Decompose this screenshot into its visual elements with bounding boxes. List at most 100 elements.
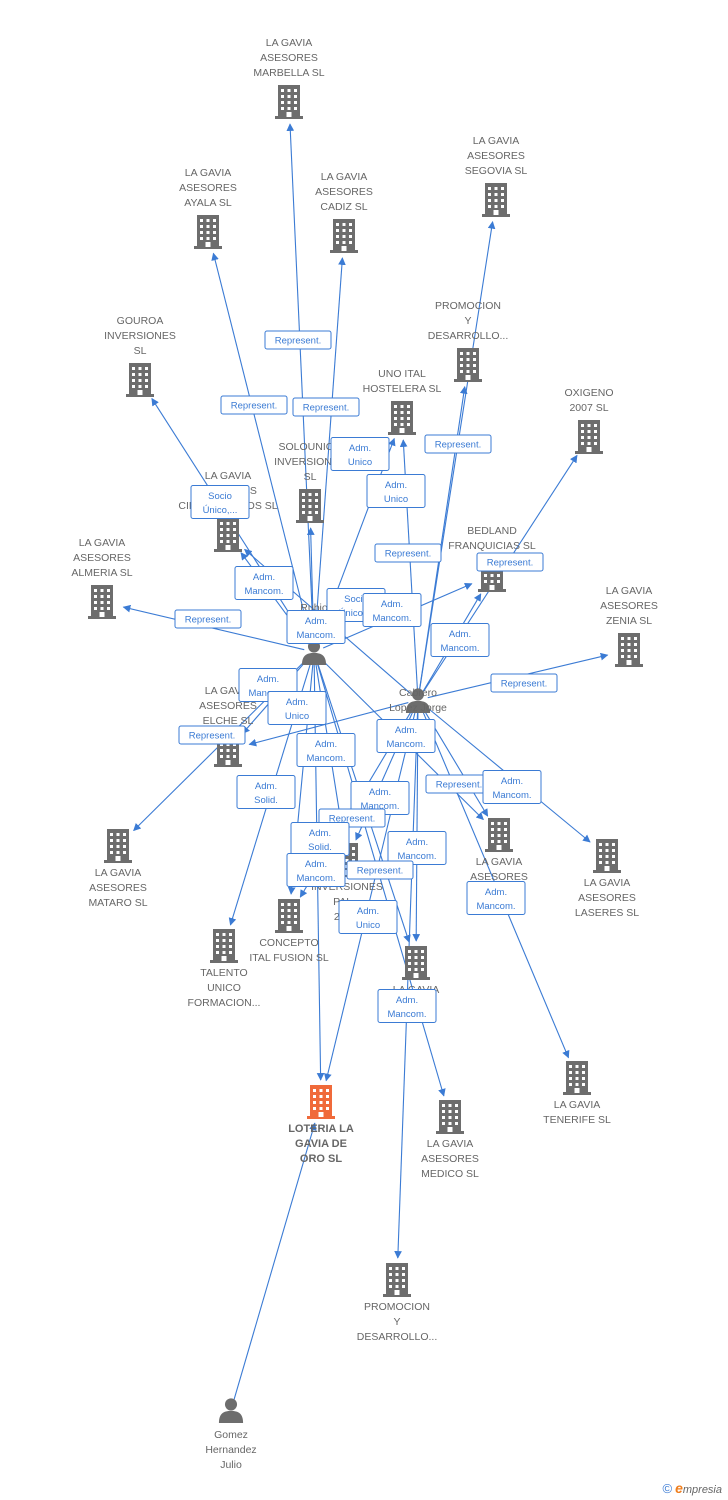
node-label: LA GAVIA	[554, 1099, 601, 1111]
relation-label-l30[interactable]: Represent.	[346, 860, 414, 880]
node-promocion1[interactable]: PROMOCIONYDESARROLLO...	[428, 300, 509, 382]
node-label: ZENIA SL	[606, 615, 652, 627]
relation-label-box	[377, 989, 437, 1023]
node-label: ASESORES	[199, 700, 257, 712]
relation-label-l18[interactable]: Adm.Unico	[267, 691, 327, 725]
relation-label-text: Adm.	[449, 629, 471, 640]
relation-label-text: Mancom.	[440, 643, 479, 654]
labels-layer: Represent.Represent.Represent.Adm.UnicoR…	[174, 330, 558, 1023]
copyright-symbol: ©	[662, 1481, 673, 1496]
node-label: LA GAVIA	[427, 1138, 474, 1150]
relation-label-l2[interactable]: Represent.	[220, 395, 288, 415]
node-label: LOTERIA LA	[288, 1123, 354, 1135]
relation-label-l3[interactable]: Represent.	[292, 397, 360, 417]
relation-label-l19[interactable]: Represent.	[178, 725, 246, 745]
relation-label-l24[interactable]: Represent.	[425, 774, 493, 794]
relation-label-l4[interactable]: Adm.Unico	[330, 437, 390, 471]
relation-label-l14[interactable]: Adm. Mancom.	[430, 623, 490, 657]
relation-label-l21[interactable]: Adm.Mancom.	[296, 733, 356, 767]
building-icon	[482, 183, 510, 217]
relation-label-l6[interactable]: Adm.Unico	[366, 474, 426, 508]
relation-label-text: Mancom.	[296, 630, 335, 641]
relation-label-box	[286, 853, 346, 887]
relation-label-l5[interactable]: Represent.	[424, 434, 492, 454]
relation-label-l25[interactable]: Adm.Mancom.	[482, 770, 542, 804]
building-icon	[436, 1100, 464, 1134]
relation-label-text: Adm.	[395, 725, 417, 736]
relation-label-l22[interactable]: Adm.Solid.	[236, 775, 296, 809]
node-label: ASESORES	[467, 150, 525, 162]
edge-cabrero-loteria	[324, 709, 417, 1082]
node-label: Y	[393, 1316, 400, 1328]
relation-label-text: Represent.	[185, 615, 231, 626]
relation-label-text: Adm.	[255, 781, 277, 792]
relation-label-text: Adm.	[309, 828, 331, 839]
building-icon	[402, 946, 430, 980]
node-talento[interactable]: TALENTOUNICOFORMACION...	[188, 929, 261, 1009]
relation-label-l33[interactable]: Adm.Mancom.	[377, 989, 437, 1023]
node-promocion2[interactable]: PROMOCIONYDESARROLLO...	[357, 1263, 438, 1343]
relation-label-l12[interactable]: Adm.Mancom.	[362, 593, 422, 627]
node-label: MARBELLA SL	[253, 67, 324, 79]
edge-cabrero-segovia	[418, 220, 496, 691]
relation-label-text: Represent.	[487, 558, 533, 569]
node-label: SEGOVIA SL	[465, 165, 528, 177]
node-label: 2007 SL	[569, 402, 608, 414]
relation-label-box	[430, 623, 490, 657]
footer-brand: ©empresia	[662, 1480, 722, 1496]
building-icon	[88, 585, 116, 619]
relation-label-box	[174, 609, 242, 629]
relation-label-text: Adm.	[385, 480, 407, 491]
relation-label-box	[466, 881, 526, 915]
relation-label-l10[interactable]: Adm.Mancom.	[234, 566, 294, 600]
node-label: HOSTELERA SL	[363, 383, 442, 395]
relation-label-l7[interactable]: SocioÚnico,...	[190, 485, 250, 519]
building-icon	[210, 929, 238, 963]
relation-label-box	[476, 552, 544, 572]
relation-label-box	[178, 725, 246, 745]
person-icon	[301, 640, 327, 665]
edge-cabrero-promocion2	[394, 709, 419, 1259]
relation-label-l32[interactable]: Adm.Unico	[338, 900, 398, 934]
node-label: LA GAVIA	[321, 171, 368, 183]
relation-label-l29[interactable]: Adm.Mancom.	[286, 853, 346, 887]
relation-label-l13[interactable]: Represent.	[174, 609, 242, 629]
relation-label-text: Único,...	[203, 505, 238, 516]
relation-label-text: Mancom.	[492, 790, 531, 801]
relation-label-l28[interactable]: Adm.Mancom.	[387, 831, 447, 865]
relation-label-text: Adm.	[485, 887, 507, 898]
relation-label-l23[interactable]: Adm.Mancom.	[350, 781, 410, 815]
relation-label-l9[interactable]: Represent.	[476, 552, 544, 572]
relation-label-l20[interactable]: Adm.Mancom.	[376, 719, 436, 753]
relation-label-l15[interactable]: Adm.Mancom.	[286, 610, 346, 644]
relation-label-box	[482, 770, 542, 804]
relation-label-l16[interactable]: Represent.	[490, 673, 558, 693]
relation-label-l8[interactable]: Represent.	[374, 543, 442, 563]
relation-label-l27[interactable]: Adm.Solid.	[290, 822, 350, 856]
relation-label-text: Mancom.	[397, 851, 436, 862]
relation-label-l31[interactable]: Adm.Mancom.	[466, 881, 526, 915]
node-label: GOUROA	[117, 315, 164, 327]
relation-label-l1[interactable]: Represent.	[264, 330, 332, 350]
